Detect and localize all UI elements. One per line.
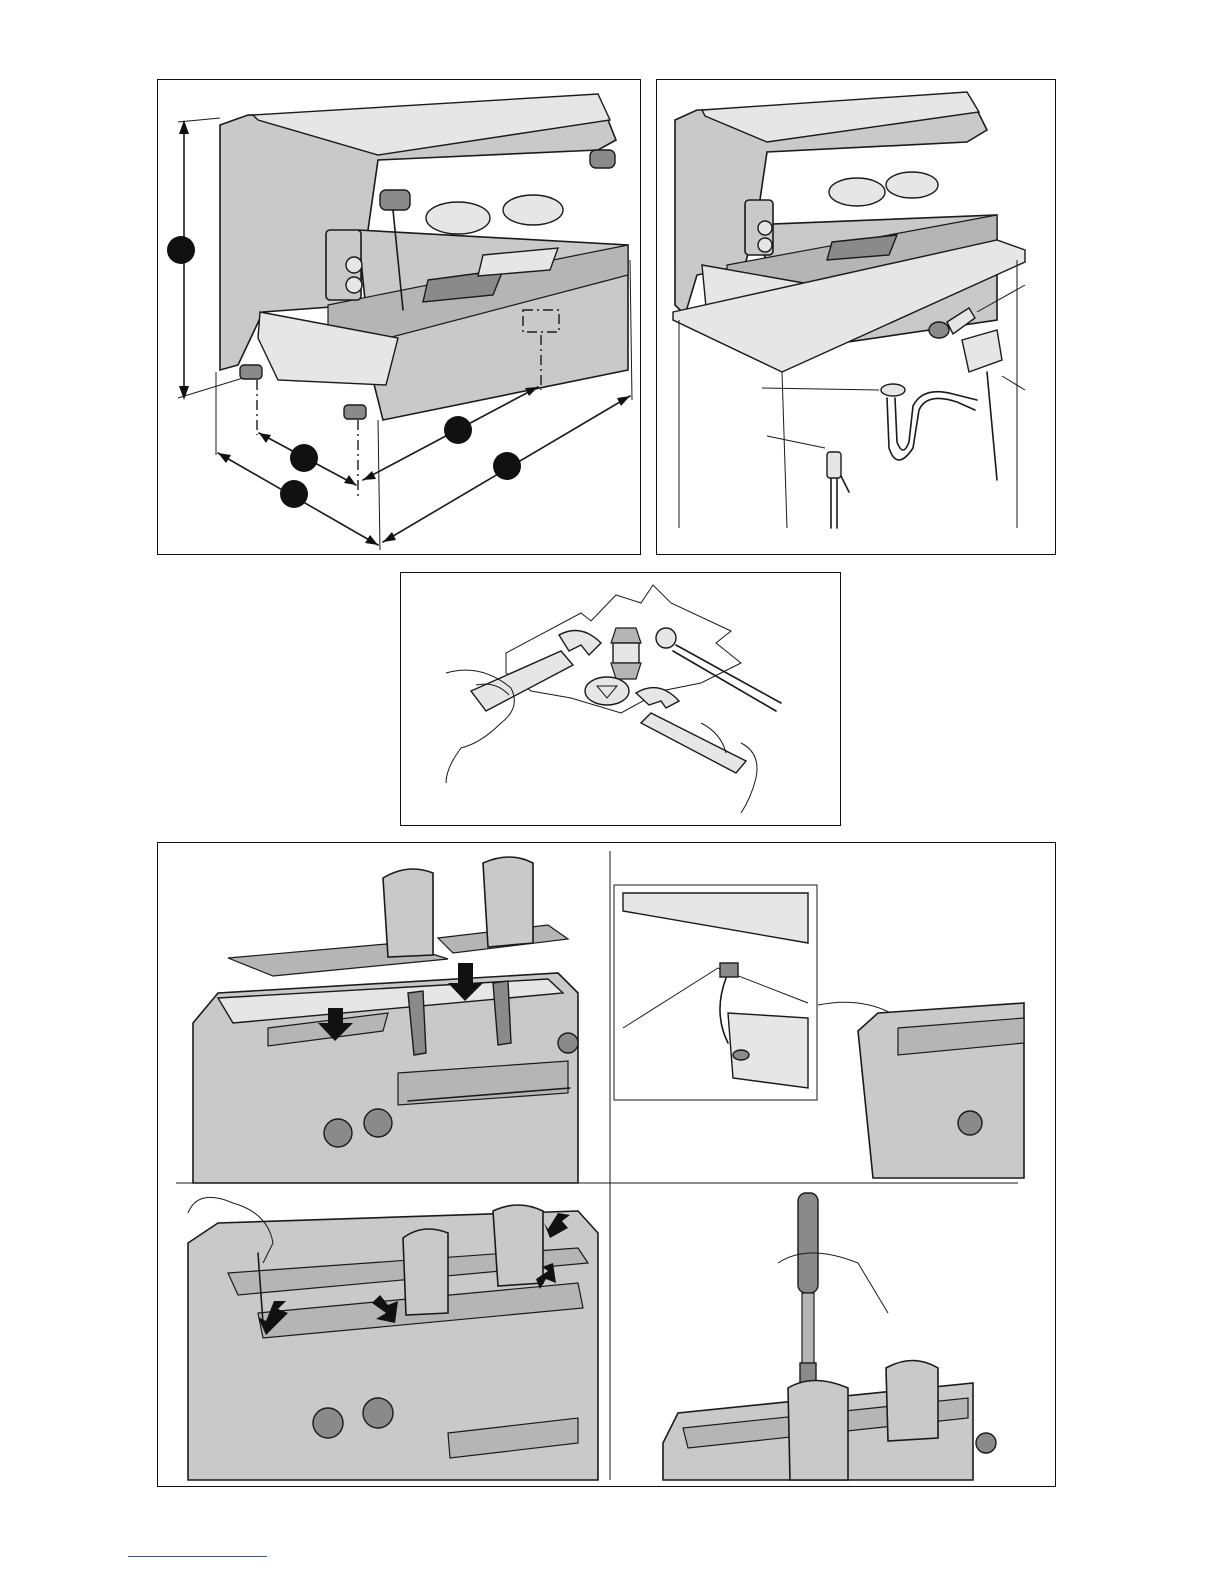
cup-holder-install-figure: [663, 1193, 996, 1480]
cup-warmer-tray-figure: [193, 857, 578, 1183]
plumbing-connections-icon: [657, 80, 1057, 556]
espresso-machine-dimensions-icon: [158, 80, 642, 556]
figure-assembly: [157, 842, 1056, 1487]
figure-installation: [656, 79, 1056, 555]
figure-dimensions: [157, 79, 641, 555]
wrench-fitting-icon: [401, 573, 842, 827]
tray-fixing-figure: [188, 1197, 598, 1480]
dimension-marker-height: [167, 236, 195, 264]
footer-rule: [128, 1556, 267, 1557]
tray-assembly-icon: [158, 843, 1057, 1488]
dimension-marker-depth: [280, 480, 308, 508]
dimension-marker-depth-inner: [290, 444, 318, 472]
figure-water-connection: [400, 572, 841, 826]
tray-detail-figure: [614, 885, 1024, 1178]
dimension-marker-drain: [444, 416, 472, 444]
dimension-marker-width: [493, 452, 521, 480]
